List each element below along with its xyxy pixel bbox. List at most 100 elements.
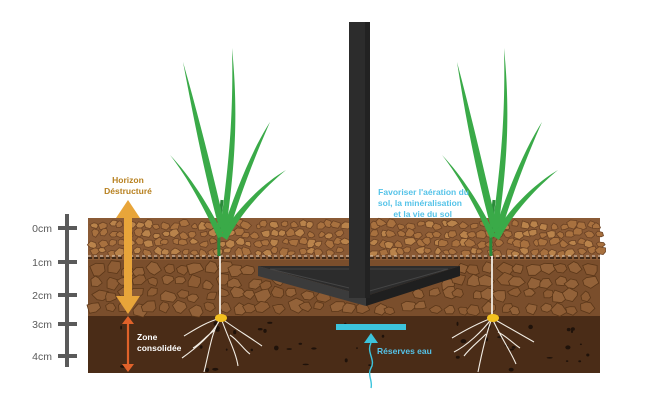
soil-clod: [105, 291, 118, 302]
soil-speck: [511, 346, 516, 349]
soil-clod: [423, 247, 432, 255]
soil-clod: [270, 245, 279, 255]
soil-clod: [108, 238, 117, 247]
soil-clod: [443, 304, 456, 315]
soil-clod: [324, 239, 335, 250]
benefit-label-line2: sol, la minéralisation: [378, 198, 462, 208]
soil-clod: [202, 279, 214, 291]
soil-clod: [176, 289, 190, 299]
soil-clod: [244, 240, 252, 248]
soil-clod: [248, 278, 263, 290]
soil-clod: [568, 239, 577, 247]
soil-clod: [160, 238, 169, 245]
soil-clod: [298, 301, 313, 313]
soil-clod: [242, 289, 256, 300]
plant-right-leaf: [492, 48, 508, 232]
soil-clod: [280, 220, 289, 228]
soil-clod: [298, 247, 309, 255]
soil-clod: [318, 230, 326, 238]
soil-clod: [282, 237, 290, 245]
soil-clod: [188, 304, 204, 318]
soil-clod: [89, 247, 100, 256]
plant-right-root: [451, 317, 535, 373]
soil-clod: [458, 221, 470, 230]
soil-clod: [386, 218, 397, 229]
soil-clod: [204, 260, 219, 274]
soil-speck: [570, 330, 574, 333]
soil-clod: [519, 239, 531, 250]
soil-speck: [302, 363, 309, 366]
soil-clod: [142, 239, 154, 248]
soil-clod: [313, 301, 325, 311]
soil-clod: [115, 220, 124, 228]
soil-clod: [105, 302, 117, 313]
soil-clod: [199, 230, 208, 238]
soil-clod: [428, 304, 443, 314]
water-arrow-head: [364, 333, 378, 343]
soil-speck: [344, 358, 348, 363]
soil-clod: [466, 304, 481, 317]
soil-clod: [260, 239, 270, 247]
soil-speck: [120, 325, 122, 330]
soil-clod: [403, 237, 417, 246]
soil-speck: [579, 343, 582, 346]
soil-clod: [563, 278, 580, 290]
soil-clod: [86, 302, 102, 314]
soil-clod: [161, 230, 171, 237]
soil-clod: [300, 290, 315, 301]
soil-clod: [396, 223, 406, 230]
soil-clod: [241, 231, 251, 239]
soil-speck: [356, 347, 358, 350]
water-arrow-tail: [368, 342, 374, 389]
soil-clod: [511, 263, 524, 274]
horizon-arrow-shaft: [124, 214, 132, 298]
soil-clod: [559, 238, 570, 249]
soil-clod: [134, 236, 145, 246]
soil-clod: [268, 220, 280, 229]
soil-speck: [586, 353, 590, 357]
plant-left-leaf: [221, 170, 286, 240]
soil-clod: [508, 276, 526, 288]
soil-speck: [460, 339, 467, 344]
soil-clod: [253, 300, 271, 313]
soil-clod: [117, 238, 126, 246]
soil-clod: [385, 229, 397, 238]
zone-label-line2: consolidée: [137, 343, 182, 353]
plant-right-seed: [487, 314, 499, 322]
soil-speck: [205, 367, 210, 373]
soil-speck: [565, 345, 571, 350]
soil-clod: [242, 302, 258, 314]
soil-clod: [89, 222, 99, 229]
soil-clod: [445, 219, 460, 228]
soil-clod: [438, 238, 449, 247]
soil-clod: [527, 276, 542, 290]
zone-label-line1: Zone: [137, 332, 158, 342]
soil-clod: [160, 248, 170, 256]
soil-speck: [456, 321, 459, 326]
soil-clod: [457, 306, 470, 316]
soil-clod: [171, 299, 188, 314]
plant-left-leaf: [183, 62, 225, 228]
soil-clod: [591, 222, 602, 230]
plant-right-leaf: [442, 155, 496, 238]
soil-clod: [511, 219, 519, 227]
soil-speck: [509, 348, 514, 351]
soil-clod: [402, 246, 411, 254]
soil-speck: [455, 355, 460, 359]
soil-clod: [416, 220, 426, 227]
soil-clod: [208, 237, 218, 245]
soil-clod: [577, 247, 588, 256]
plant-left-leaf: [170, 155, 224, 238]
soil-speck: [381, 334, 385, 338]
soil-clod: [178, 218, 191, 227]
soil-clod: [383, 306, 396, 316]
water-reserve-label: Réserves eau: [377, 346, 432, 356]
soil-clod: [323, 232, 334, 240]
soil-clod: [594, 246, 606, 256]
soil-clod: [239, 264, 256, 276]
soil-clod: [206, 291, 218, 301]
soil-clod: [248, 231, 260, 240]
soil-clod: [538, 223, 548, 232]
soil-clod: [198, 240, 209, 248]
soil-clod: [160, 221, 171, 231]
